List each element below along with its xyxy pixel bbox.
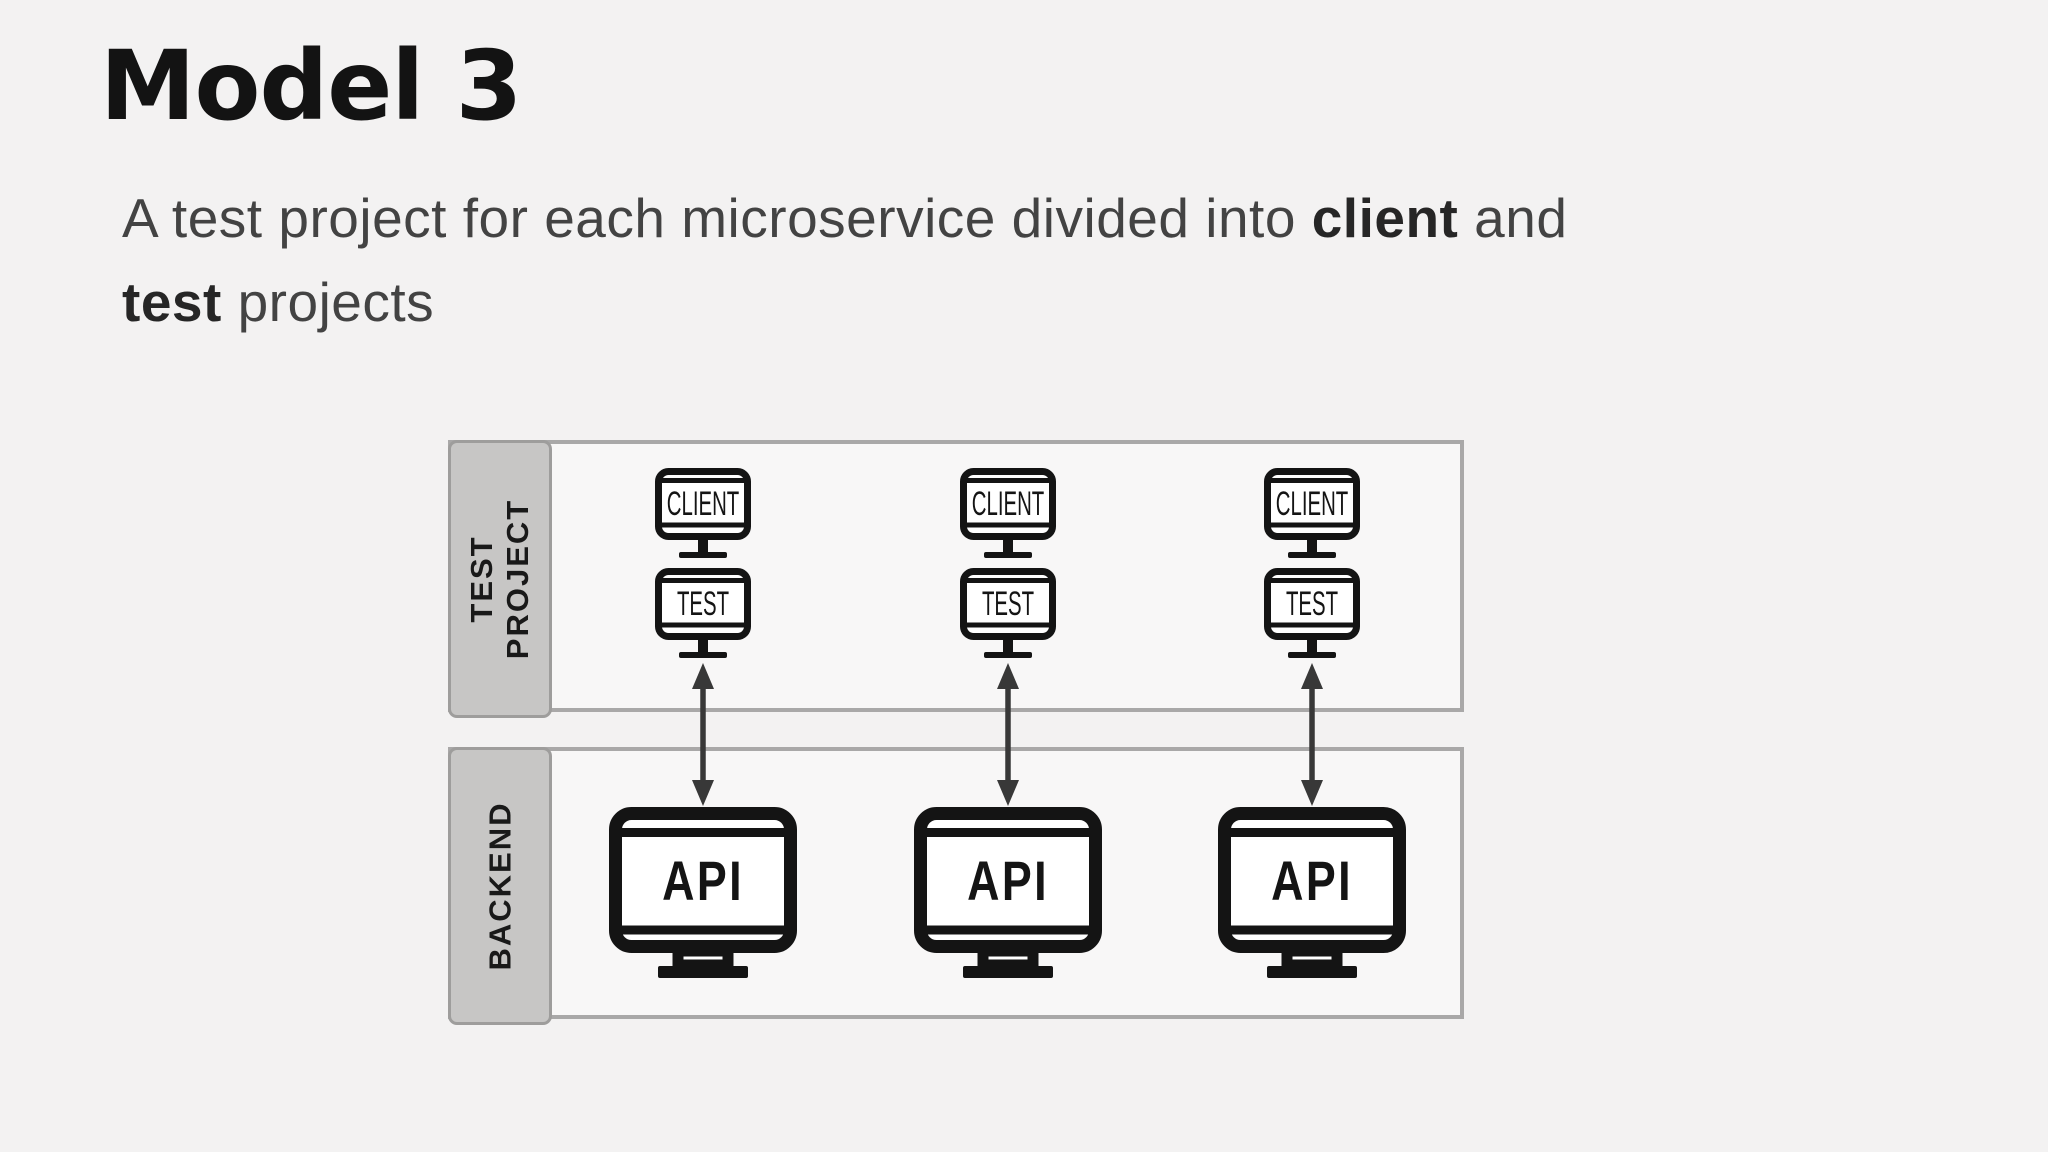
test-monitor-icon: TEST xyxy=(960,568,1056,658)
subtitle-text: A test project for each microservice div… xyxy=(122,187,1312,249)
subtitle-bold-client: client xyxy=(1311,187,1459,249)
client-label: CLIENT xyxy=(972,485,1044,523)
client-label: CLIENT xyxy=(1276,485,1348,523)
double-arrow-icon xyxy=(997,663,1019,806)
band-label-line: TEST xyxy=(464,535,500,623)
subtitle-bold-test: test xyxy=(122,271,222,333)
api-monitor-icon: API xyxy=(1218,807,1406,978)
client-monitor-icon: CLIENT xyxy=(1264,468,1360,558)
api-label: API xyxy=(662,849,744,912)
test-monitor-icon: TEST xyxy=(1264,568,1360,658)
backend-band-label-text: BACKEND xyxy=(482,802,518,971)
client-monitor-icon: CLIENT xyxy=(960,468,1056,558)
client-label: CLIENT xyxy=(667,485,739,523)
test-project-band-label: TEST PROJECT xyxy=(448,440,552,718)
subtitle-text: and xyxy=(1458,187,1568,249)
double-arrow-icon xyxy=(1301,663,1323,806)
double-arrow-icon xyxy=(692,663,714,806)
band-label-line: BACKEND xyxy=(482,801,517,971)
test-label: TEST xyxy=(677,585,729,623)
backend-band-label: BACKEND xyxy=(448,747,552,1025)
api-label: API xyxy=(1271,849,1353,912)
band-label-line: PROJECT xyxy=(500,498,536,660)
page-title: Model 3 xyxy=(100,30,522,142)
api-label: API xyxy=(967,849,1049,912)
test-monitor-icon: TEST xyxy=(655,568,751,658)
test-label: TEST xyxy=(982,585,1034,623)
api-monitor-icon: API xyxy=(914,807,1102,978)
api-monitor-icon: API xyxy=(609,807,797,978)
slide-subtitle: A test project for each microservice div… xyxy=(122,176,1952,344)
client-monitor-icon: CLIENT xyxy=(655,468,751,558)
test-project-band-label-text: TEST PROJECT xyxy=(464,499,536,659)
test-label: TEST xyxy=(1286,585,1338,623)
subtitle-text: projects xyxy=(221,271,435,333)
